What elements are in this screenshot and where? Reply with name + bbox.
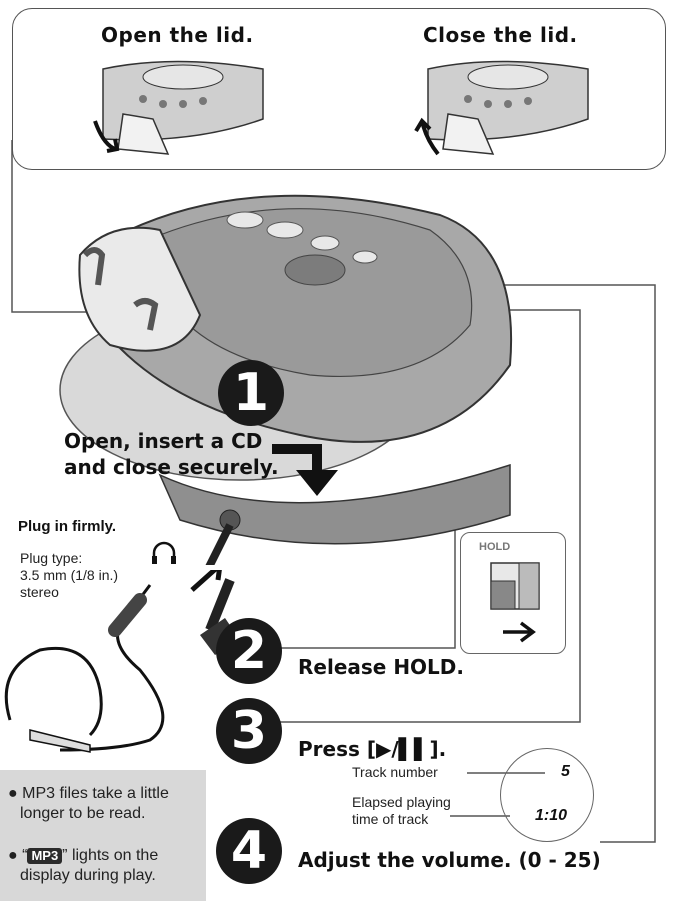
hold-switch-inset: HOLD	[460, 532, 566, 654]
hold-label: HOLD	[479, 541, 511, 553]
note2-close: ” lights on the	[62, 847, 159, 864]
plug-type-line2: 3.5 mm (1/8 in.)	[20, 567, 119, 583]
step-2-number: 2	[216, 618, 282, 684]
note2-line2: display during play.	[20, 867, 156, 884]
note2-open-quote: “	[22, 847, 28, 864]
hold-switch-icon	[490, 562, 540, 610]
plug-type-line3: stereo	[20, 584, 59, 600]
headphone-icon	[152, 541, 176, 564]
elapsed-line1: Elapsed playing	[352, 794, 451, 810]
note-mp3-read: ● MP3 files take a little longer to be r…	[8, 785, 169, 822]
step-1-line1: Open, insert a CD	[64, 429, 263, 453]
step-3-number: 3	[216, 698, 282, 764]
plug-type-info: Plug type: 3.5 mm (1/8 in.) stereo	[20, 550, 118, 601]
lid-instructions-panel: Open the lid. Close the lid.	[12, 8, 666, 170]
step-1-line2: and close securely.	[64, 455, 279, 479]
step-2-text: Release HOLD.	[298, 655, 464, 679]
note1-line2: longer to be read.	[20, 805, 146, 822]
close-lid-illustration	[414, 60, 589, 156]
mp3-badge: MP3	[27, 848, 63, 864]
elapsed-time-label: Elapsed playing time of track	[352, 794, 451, 828]
display-readout: 5 1:10	[500, 748, 594, 842]
open-lid-title: Open the lid.	[101, 23, 254, 47]
step-4-number: 4	[216, 818, 282, 884]
plug-heading: Plug in firmly.	[18, 518, 117, 535]
track-number-label: Track number	[352, 764, 438, 780]
note1-line1: MP3 files take a little	[22, 785, 169, 802]
elapsed-time-value: 1:10	[535, 807, 568, 824]
elapsed-line2: time of track	[352, 811, 429, 827]
step-1-number: 1	[218, 360, 284, 426]
cd-player-illustration	[59, 194, 513, 565]
close-lid-title: Close the lid.	[423, 23, 578, 47]
track-number-value: 5	[561, 763, 570, 780]
note-mp3-indicator: ● “MP3” lights on the display during pla…	[8, 847, 159, 884]
down-arrow-icon	[272, 444, 338, 496]
step-1-text: Open, insert a CD and close securely.	[64, 428, 279, 480]
step-3-text: Press [▶/▌▌].	[298, 737, 447, 761]
notes-box: ● MP3 files take a little longer to be r…	[0, 770, 206, 901]
open-lid-illustration	[93, 60, 264, 155]
step-4-text: Adjust the volume. (0 - 25)	[298, 848, 601, 872]
plug-type-line1: Plug type:	[20, 550, 83, 566]
right-arrow-icon	[503, 621, 536, 643]
